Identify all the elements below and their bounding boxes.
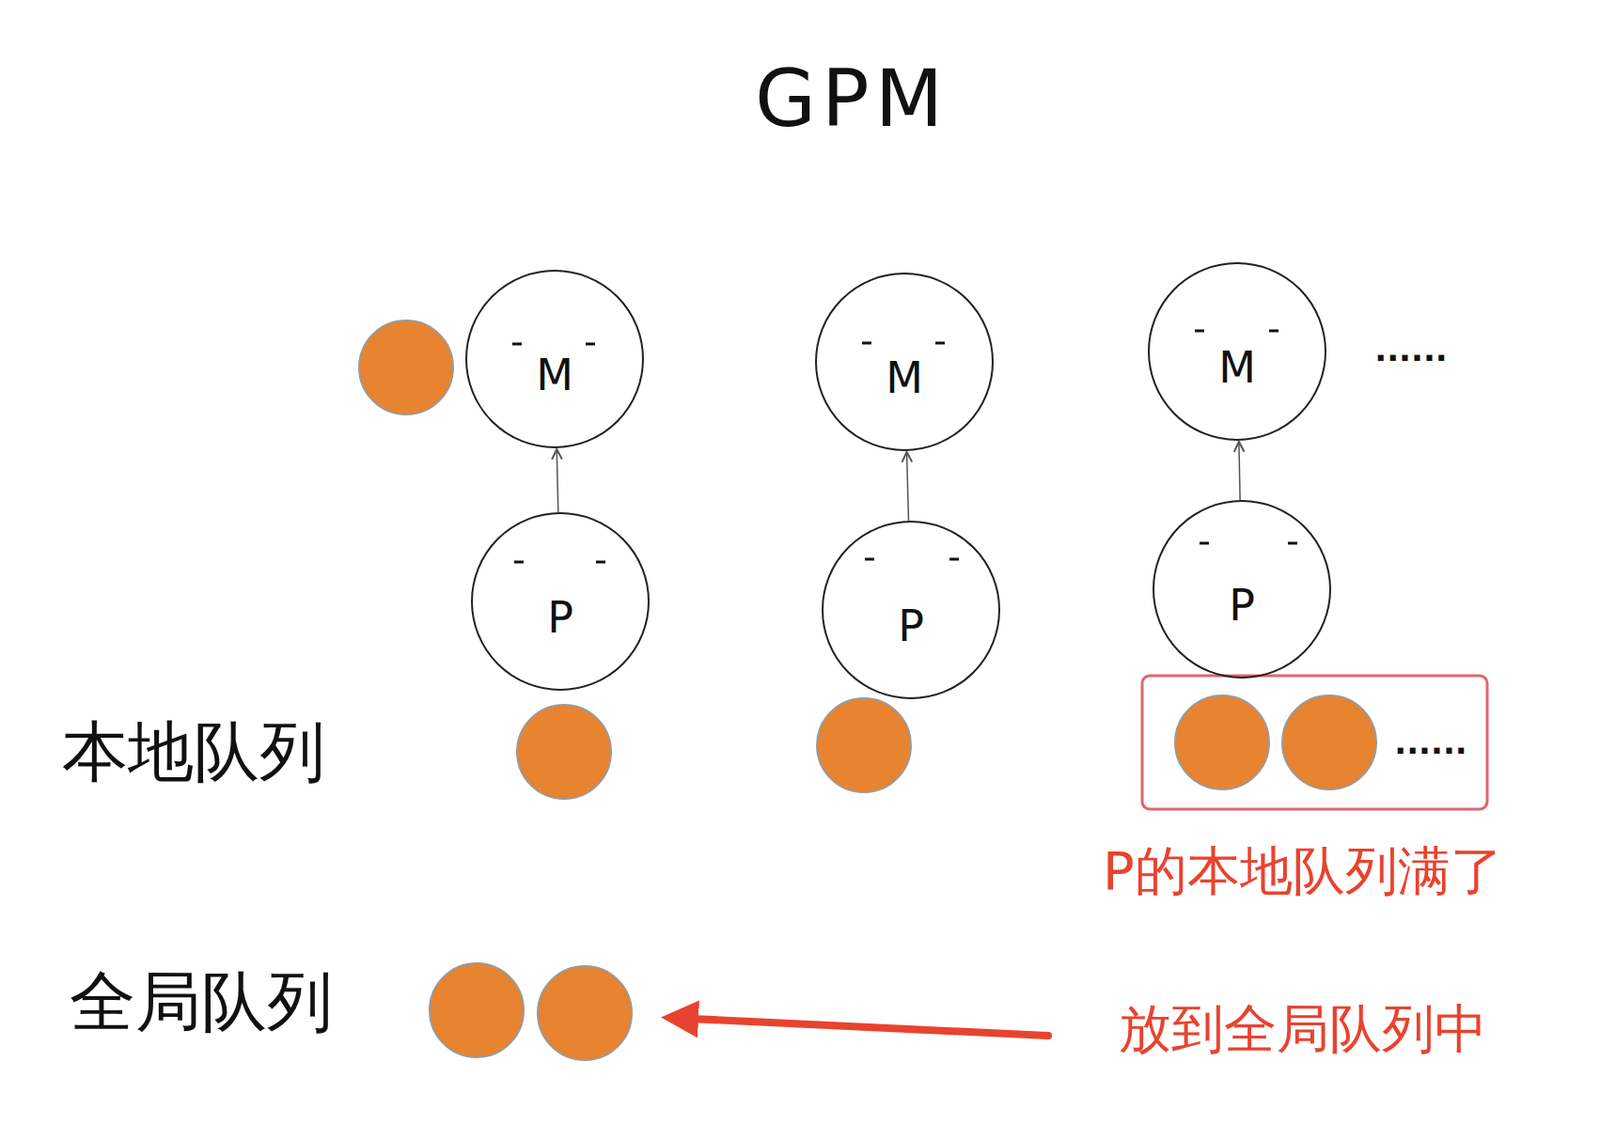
diagram-title: GPM (754, 52, 949, 145)
node-label: P (472, 596, 648, 640)
label-text: 本地队列 (62, 713, 326, 791)
full-queue-box (1142, 675, 1488, 810)
ellipsis: ...... (1394, 723, 1468, 762)
row-label: 全局队列 (69, 958, 333, 1048)
node-label: P (823, 604, 999, 648)
assign-arrow (556, 449, 559, 513)
goroutine-ball (816, 698, 911, 793)
goroutine-ball (517, 705, 612, 800)
title-text: GPM (754, 52, 949, 145)
circle-node: M (465, 269, 644, 449)
node-label: M (816, 356, 992, 400)
ellipsis: ...... (1374, 330, 1448, 369)
goroutine-ball (429, 963, 524, 1058)
row-label: 本地队列 (62, 708, 326, 798)
circle-node: P (821, 520, 1001, 700)
face-dashes (512, 330, 1298, 563)
node-label: M (1149, 345, 1325, 390)
callout-note: 放到全局队列中 (1118, 994, 1488, 1067)
node-label: M (467, 353, 643, 397)
goroutine-ball (359, 320, 454, 415)
assign-arrow (907, 452, 910, 521)
label-text: 放到全局队列中 (1118, 998, 1488, 1060)
circle-node: M (815, 272, 994, 452)
goroutine-ball (1175, 695, 1270, 790)
circle-node: P (470, 512, 650, 691)
label-text: 全局队列 (69, 963, 333, 1041)
red-arrow (690, 1019, 1049, 1036)
assign-arrow (1239, 441, 1240, 501)
label-text: P的本地队列满了 (1102, 840, 1504, 902)
goroutine-ball (537, 966, 632, 1061)
goroutine-ball (1282, 695, 1377, 790)
callout-note: P的本地队列满了 (1102, 836, 1504, 909)
node-label: P (1154, 583, 1330, 628)
label-text: ...... (1374, 330, 1448, 369)
label-text: ...... (1394, 723, 1468, 762)
circle-node: M (1147, 262, 1327, 441)
circle-node: P (1152, 500, 1332, 679)
